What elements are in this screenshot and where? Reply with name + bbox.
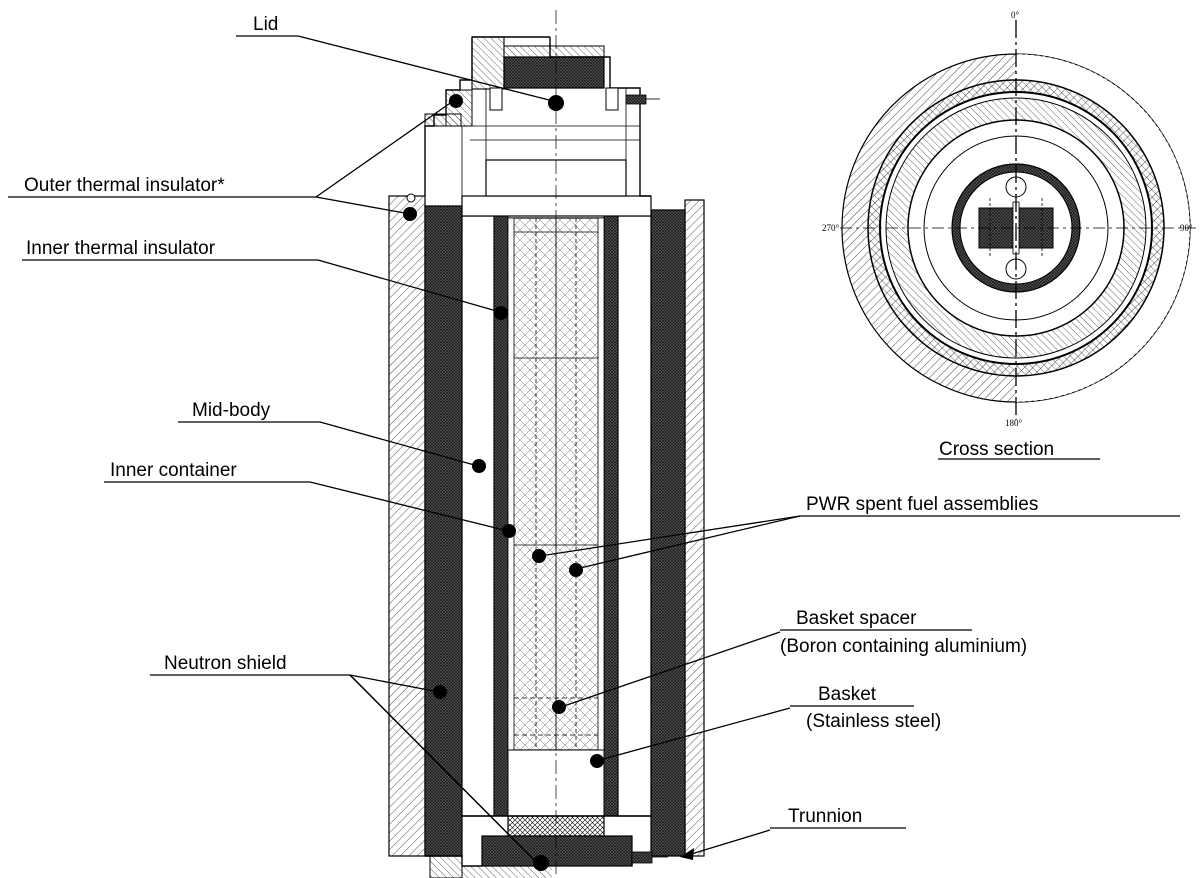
- angle-bottom: 180°: [1005, 418, 1023, 428]
- label-inner-container: Inner container: [110, 460, 237, 481]
- bolt-nut: [625, 94, 647, 105]
- label-pwr-fuel: PWR spent fuel assemblies: [806, 494, 1038, 515]
- neutron-shield-right: [650, 209, 686, 857]
- bottom-shield: [481, 835, 633, 867]
- trunnion-arrowhead: [680, 848, 694, 860]
- outer-insulator-right: [684, 199, 705, 857]
- label-basket-spacer-material: (Boron containing aluminium): [780, 636, 1027, 657]
- lid-hatch-top2: [503, 45, 605, 58]
- label-basket: Basket: [818, 684, 877, 705]
- lid-hatch-step2: [424, 113, 462, 127]
- label-inner-insulator: Inner thermal insulator: [26, 238, 216, 259]
- label-basket-spacer: Basket spacer: [796, 608, 917, 629]
- bottom-hatch-mid: [462, 866, 552, 878]
- lid-dense: [503, 56, 605, 89]
- cavity-bottom: [507, 749, 605, 817]
- leaders: [8, 35, 1180, 871]
- neutron-shield-left: [424, 205, 463, 857]
- label-lid: Lid: [253, 14, 278, 35]
- dot-outer-insulator-a: [449, 94, 463, 108]
- lid-bolt-left: [489, 87, 503, 111]
- inner-container-right: [603, 215, 619, 817]
- label-neutron-shield: Neutron shield: [164, 653, 287, 674]
- angle-top: 0°: [1011, 10, 1020, 20]
- dot-mid-body: [472, 459, 486, 473]
- dot-pwr-a: [532, 549, 546, 563]
- angle-left: 270°: [822, 223, 840, 233]
- label-outer-insulator: Outer thermal insulator*: [24, 175, 225, 196]
- outer-insulator-left: [388, 195, 426, 857]
- label-cross-section: Cross section: [939, 439, 1054, 460]
- cs-outer-right-gap: [1016, 54, 1190, 402]
- mid-body-left: [461, 215, 495, 817]
- cross-section: 0° 90° 180° 270° Cross section: [822, 10, 1196, 460]
- bottom-hatch-left: [429, 855, 463, 878]
- dot-basket: [590, 754, 604, 768]
- lid-body: [461, 195, 652, 217]
- dot-neutron-shield-b: [533, 855, 549, 871]
- trunnion-bolt: [631, 851, 653, 864]
- dot-inner-container: [502, 524, 516, 538]
- label-basket-material: (Stainless steel): [806, 711, 941, 732]
- dot-lid: [548, 95, 564, 111]
- angle-right: 90°: [1180, 223, 1193, 233]
- labels: Lid Outer thermal insulator* Inner therm…: [24, 14, 1038, 827]
- dot-inner-insulator: [494, 306, 508, 320]
- dot-neutron-shield-a: [433, 685, 447, 699]
- cask-longitudinal-section: [388, 10, 705, 878]
- dot-outer-insulator-b: [403, 207, 417, 221]
- lid-hatch-top: [471, 36, 505, 90]
- basket-border-left: [507, 217, 515, 751]
- dot-pwr-b: [569, 563, 583, 577]
- label-trunnion: Trunnion: [788, 806, 862, 827]
- label-mid-body: Mid-body: [192, 400, 271, 421]
- mid-body-right: [617, 215, 652, 817]
- dot-basket-spacer: [552, 700, 566, 714]
- lid-bolt-right: [605, 87, 619, 111]
- basket-border-right: [597, 217, 605, 751]
